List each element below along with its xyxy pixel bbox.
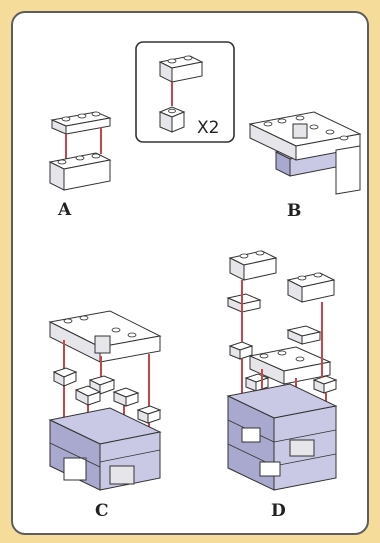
step-label-b: B [287, 201, 301, 221]
multiplier-label: X2 [197, 118, 219, 138]
step-label-a: A [58, 200, 71, 220]
step-label-c: C [95, 501, 109, 521]
step-d-assembly [228, 251, 336, 490]
step-label-d: D [271, 501, 286, 521]
brick [50, 153, 110, 190]
step-c-assembly [50, 311, 160, 490]
brick [160, 107, 184, 132]
step-a-assembly [50, 112, 110, 190]
step-b-assembly [250, 112, 360, 194]
